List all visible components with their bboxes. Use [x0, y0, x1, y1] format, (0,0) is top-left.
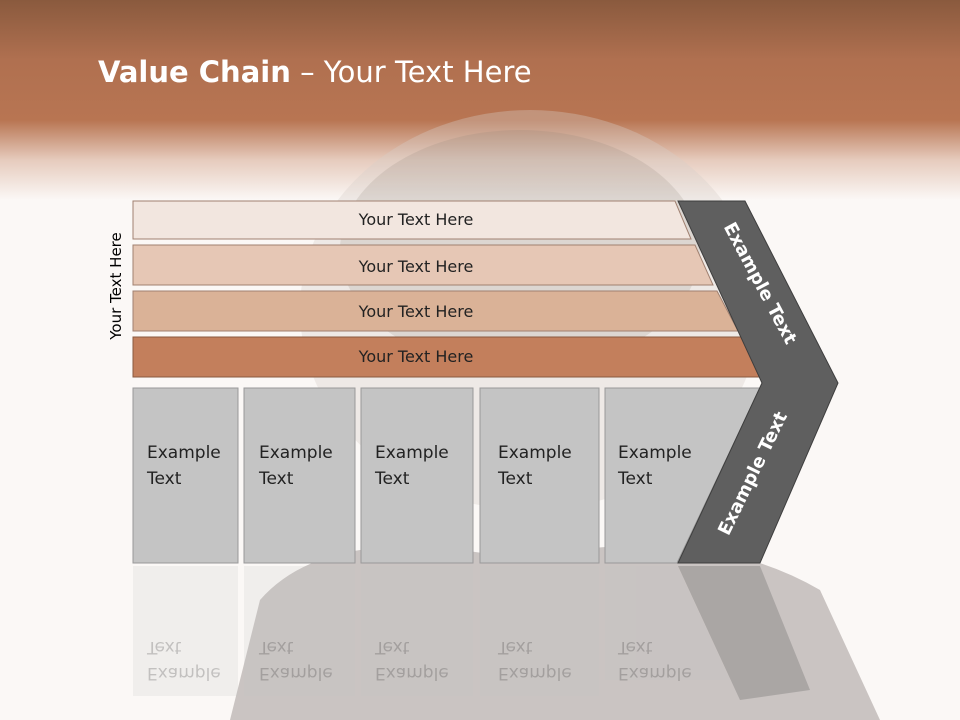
chevron-arrow	[677, 200, 839, 564]
row-2	[132, 244, 714, 286]
row-label-4: Your Text Here	[358, 347, 474, 366]
row-1	[132, 200, 692, 240]
row-label-1: Your Text Here	[358, 210, 474, 229]
box-5	[604, 387, 761, 564]
box-1	[132, 387, 239, 564]
chevron-reflection	[678, 566, 810, 700]
row-label-3: Your Text Here	[358, 302, 474, 321]
box-3	[360, 387, 474, 564]
header-band	[0, 0, 960, 200]
boxes-reflection	[133, 566, 730, 696]
page-title: Value Chain – Your Text Here	[98, 55, 532, 89]
box-4	[479, 387, 600, 564]
box-2	[243, 387, 356, 564]
row-label-2: Your Text Here	[358, 257, 474, 276]
